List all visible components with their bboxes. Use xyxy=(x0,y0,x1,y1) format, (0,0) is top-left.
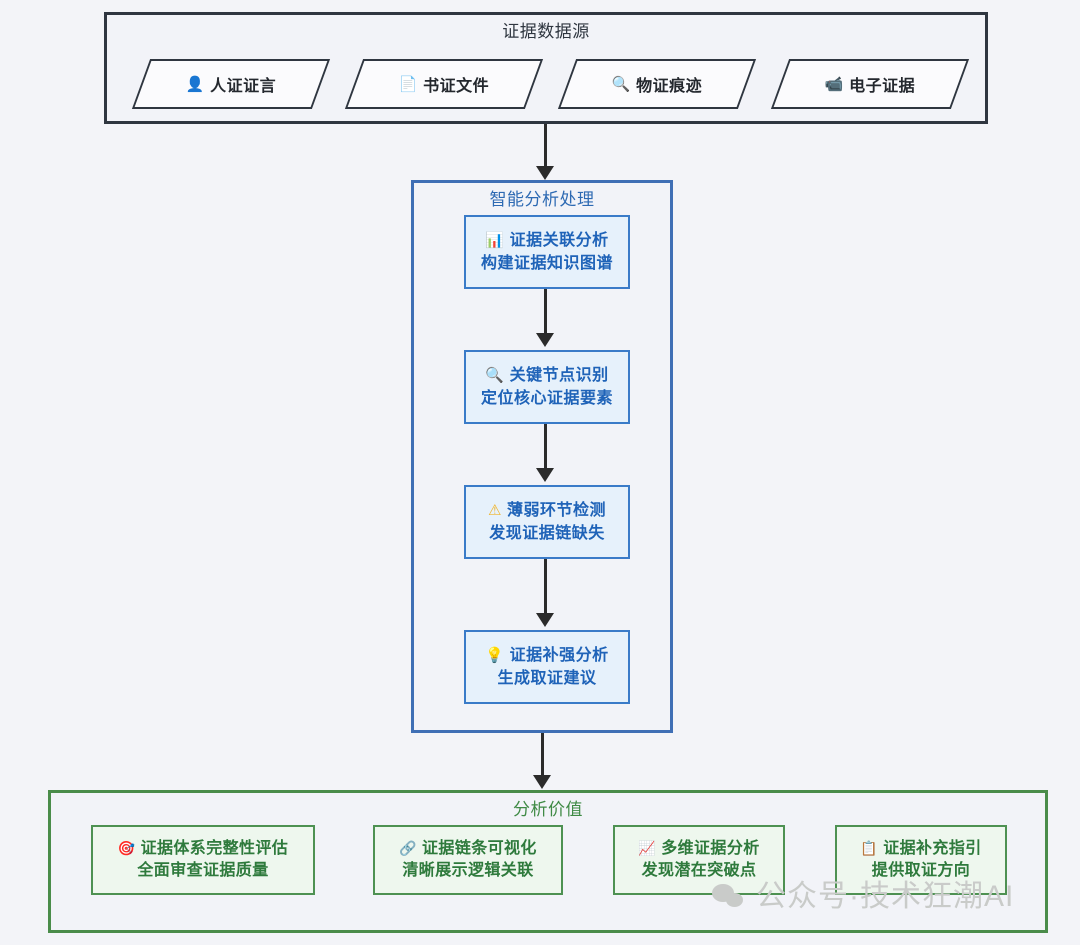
process-step-evidence-reinforcement[interactable]: 💡 证据补强分析 生成取证建议 xyxy=(464,630,630,704)
process-step-title-text: 关键节点识别 xyxy=(509,366,609,384)
intelligent-analysis-section: 智能分析处理 📊 证据关联分析 构建证据知识图谱 🔍 关键节点识别 定位核心证据… xyxy=(411,180,673,733)
source-node-text: 人证证言 xyxy=(210,78,277,95)
warning-icon: ⚠ xyxy=(488,501,502,519)
source-node-documents[interactable]: 📄 书证文件 xyxy=(344,59,544,109)
target-dart-icon: 🎯 xyxy=(117,841,136,857)
process-step-subtitle: 生成取证建议 xyxy=(497,669,597,687)
process-step-weak-link-detection[interactable]: ⚠ 薄弱环节检测 发现证据链缺失 xyxy=(464,485,630,559)
connector-step3-to-step4 xyxy=(544,559,547,616)
value-card-supplement-guidance[interactable]: 📋 证据补充指引 提供取证方向 xyxy=(835,825,1007,895)
analysis-value-section: 分析价值 🎯 证据体系完整性评估 全面审查证据质量 🔗 证据链条可视化 清晰展示… xyxy=(48,790,1048,933)
value-card-title: 📋 证据补充指引 xyxy=(860,838,981,860)
arrow-head-process-to-value xyxy=(533,775,551,789)
value-card-subtitle: 全面审查证据质量 xyxy=(137,862,269,879)
process-step-title-text: 证据补强分析 xyxy=(509,646,609,664)
value-card-integrity-assessment[interactable]: 🎯 证据体系完整性评估 全面审查证据质量 xyxy=(91,825,315,895)
connector-process-to-value xyxy=(541,733,544,780)
process-step-subtitle: 定位核心证据要素 xyxy=(480,389,613,407)
source-node-label: 📄 书证文件 xyxy=(399,72,489,96)
value-card-multidimensional-analysis[interactable]: 📈 多维证据分析 发现潜在突破点 xyxy=(613,825,785,895)
value-card-title: 📈 多维证据分析 xyxy=(638,838,759,860)
sources-section-title: 证据数据源 xyxy=(502,22,590,41)
source-node-label: 👤 人证证言 xyxy=(186,72,276,96)
process-step-title: 💡 证据补强分析 xyxy=(485,645,608,667)
source-node-text: 书证文件 xyxy=(423,78,490,95)
source-node-electronic[interactable]: 📹 电子证据 xyxy=(770,59,970,109)
process-section-title: 智能分析处理 xyxy=(489,190,595,209)
connector-step2-to-step3 xyxy=(544,424,547,471)
link-chain-icon: 🔗 xyxy=(399,841,418,857)
process-step-title-text: 薄弱环节检测 xyxy=(506,501,606,519)
person-bust-icon: 👤 xyxy=(185,74,206,93)
process-step-title: 📊 证据关联分析 xyxy=(485,230,608,252)
source-node-physical[interactable]: 🔍 物证痕迹 xyxy=(557,59,757,109)
arrow-head-step3-to-step4 xyxy=(536,613,554,627)
lightbulb-icon: 💡 xyxy=(485,646,505,664)
value-card-chain-visualization[interactable]: 🔗 证据链条可视化 清晰展示逻辑关联 xyxy=(373,825,563,895)
process-step-subtitle: 发现证据链缺失 xyxy=(489,524,605,542)
video-camera-icon: 📹 xyxy=(824,74,845,93)
connector-sources-to-process xyxy=(544,124,547,170)
process-step-key-node-identification[interactable]: 🔍 关键节点识别 定位核心证据要素 xyxy=(464,350,630,424)
magnifier-icon: 🔍 xyxy=(611,74,632,93)
source-node-witness[interactable]: 👤 人证证言 xyxy=(131,59,331,109)
bar-chart-icon: 📊 xyxy=(485,231,505,249)
source-node-label: 📹 电子证据 xyxy=(825,72,915,96)
line-chart-up-icon: 📈 xyxy=(638,841,657,857)
value-card-title: 🎯 证据体系完整性评估 xyxy=(118,838,288,860)
clipboard-icon: 📋 xyxy=(860,841,879,857)
value-card-subtitle: 提供取证方向 xyxy=(871,862,971,879)
value-card-subtitle: 发现潜在突破点 xyxy=(641,862,757,879)
value-card-title-text: 证据链条可视化 xyxy=(422,840,537,857)
arrow-head-step2-to-step3 xyxy=(536,468,554,482)
process-step-title-text: 证据关联分析 xyxy=(509,231,609,249)
process-step-title: ⚠ 薄弱环节检测 xyxy=(488,500,606,522)
source-node-text: 电子证据 xyxy=(849,78,916,95)
value-card-title-text: 证据体系完整性评估 xyxy=(140,840,289,857)
process-step-subtitle: 构建证据知识图谱 xyxy=(480,254,613,272)
value-section-title: 分析价值 xyxy=(513,800,583,819)
magnifier-icon: 🔍 xyxy=(485,366,505,384)
source-node-text: 物证痕迹 xyxy=(636,78,703,95)
value-card-subtitle: 清晰展示逻辑关联 xyxy=(402,862,534,879)
value-card-title-text: 证据补充指引 xyxy=(883,840,982,857)
connector-step1-to-step2 xyxy=(544,289,547,336)
source-node-label: 🔍 物证痕迹 xyxy=(612,72,702,96)
value-card-title: 🔗 证据链条可视化 xyxy=(399,838,537,860)
value-card-title-text: 多维证据分析 xyxy=(661,840,760,857)
page-document-icon: 📄 xyxy=(398,74,419,93)
arrow-head-sources-to-process xyxy=(536,166,554,180)
arrow-head-step1-to-step2 xyxy=(536,333,554,347)
process-step-title: 🔍 关键节点识别 xyxy=(485,365,608,387)
process-step-evidence-correlation[interactable]: 📊 证据关联分析 构建证据知识图谱 xyxy=(464,215,630,289)
evidence-sources-section: 证据数据源 👤 人证证言 📄 书证文件 🔍 物证痕迹 xyxy=(104,12,988,124)
